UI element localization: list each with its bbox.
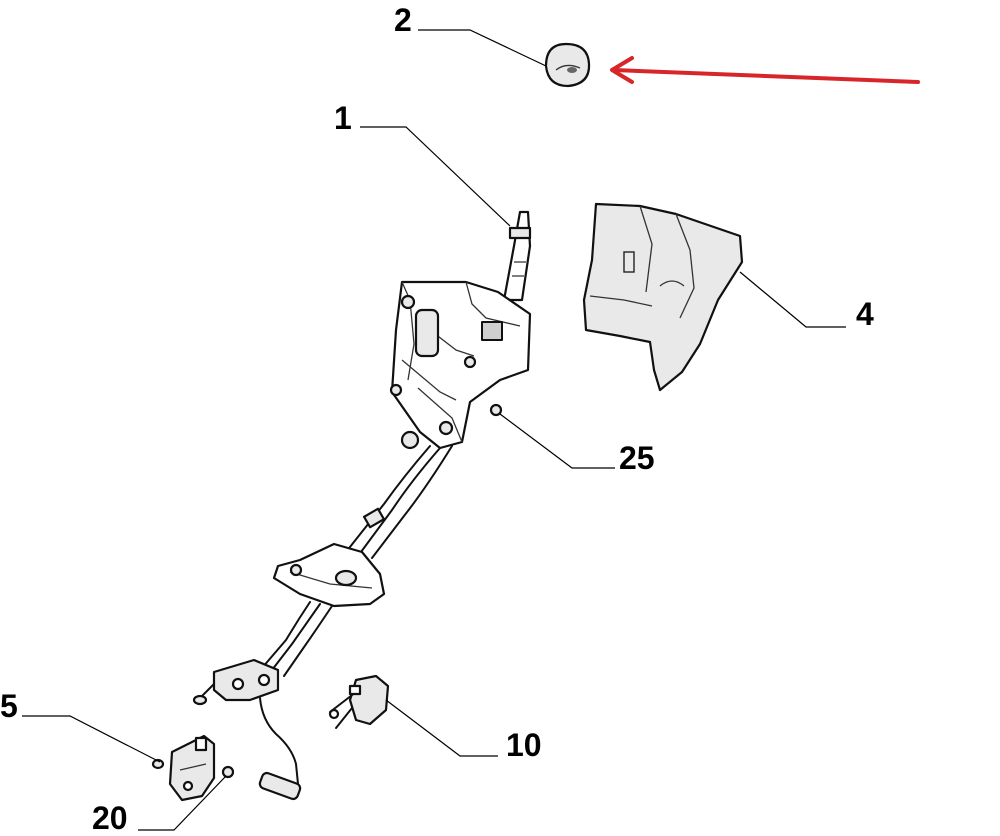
part-2-gear-knob bbox=[544, 42, 591, 88]
callout-4: 4 bbox=[856, 296, 874, 332]
callout-1: 1 bbox=[334, 100, 352, 136]
leader-5 bbox=[22, 715, 161, 763]
leader-25 bbox=[499, 413, 615, 469]
part-20-nut bbox=[221, 765, 235, 779]
part-4-cover bbox=[582, 202, 744, 392]
leader-10 bbox=[385, 699, 498, 757]
red-arrow bbox=[610, 56, 920, 84]
leader-lines bbox=[22, 29, 846, 831]
callout-20: 20 bbox=[92, 800, 128, 836]
leader-1 bbox=[360, 126, 511, 227]
leader-2 bbox=[418, 29, 547, 67]
callout-5: 5 bbox=[0, 688, 18, 724]
callout-25: 25 bbox=[619, 440, 655, 476]
part-5-clip bbox=[151, 734, 216, 802]
part-25-washer bbox=[489, 403, 503, 417]
callout-10: 10 bbox=[506, 727, 542, 763]
part-1-gear-lever-assembly bbox=[192, 210, 532, 801]
leader-4 bbox=[739, 271, 846, 328]
part-10-bracket bbox=[328, 674, 390, 729]
leader-20 bbox=[138, 775, 227, 831]
callout-2: 2 bbox=[394, 2, 412, 38]
